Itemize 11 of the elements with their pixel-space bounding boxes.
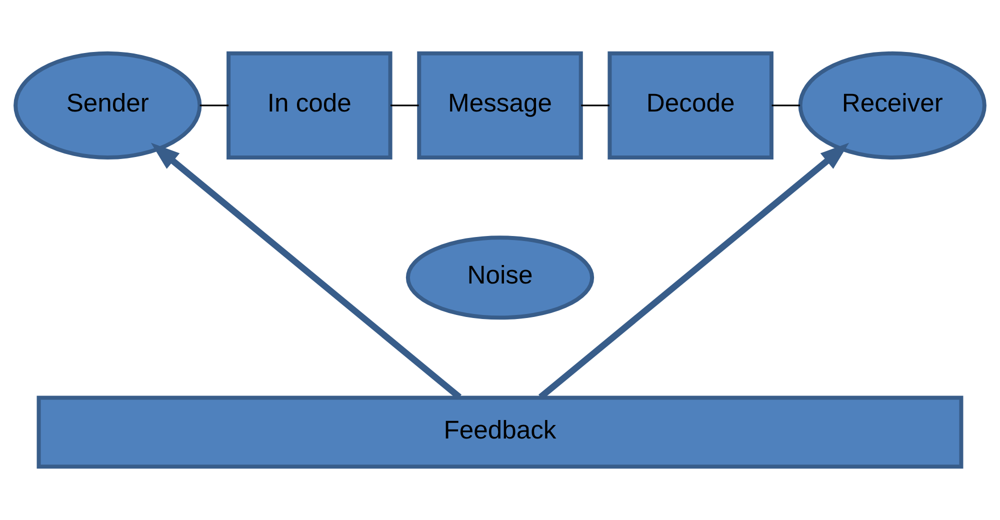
node-box: Decode xyxy=(608,51,774,160)
node-box: Feedback xyxy=(36,396,964,469)
node-box: Message xyxy=(417,51,583,160)
connector xyxy=(772,104,800,106)
node-ellipse: Noise xyxy=(406,236,594,320)
connector xyxy=(581,104,610,106)
connector xyxy=(200,104,229,106)
node-ellipse: Sender xyxy=(14,51,202,160)
node-ellipse: Receiver xyxy=(798,51,986,160)
connector xyxy=(390,104,419,106)
node-box: In code xyxy=(226,51,392,160)
